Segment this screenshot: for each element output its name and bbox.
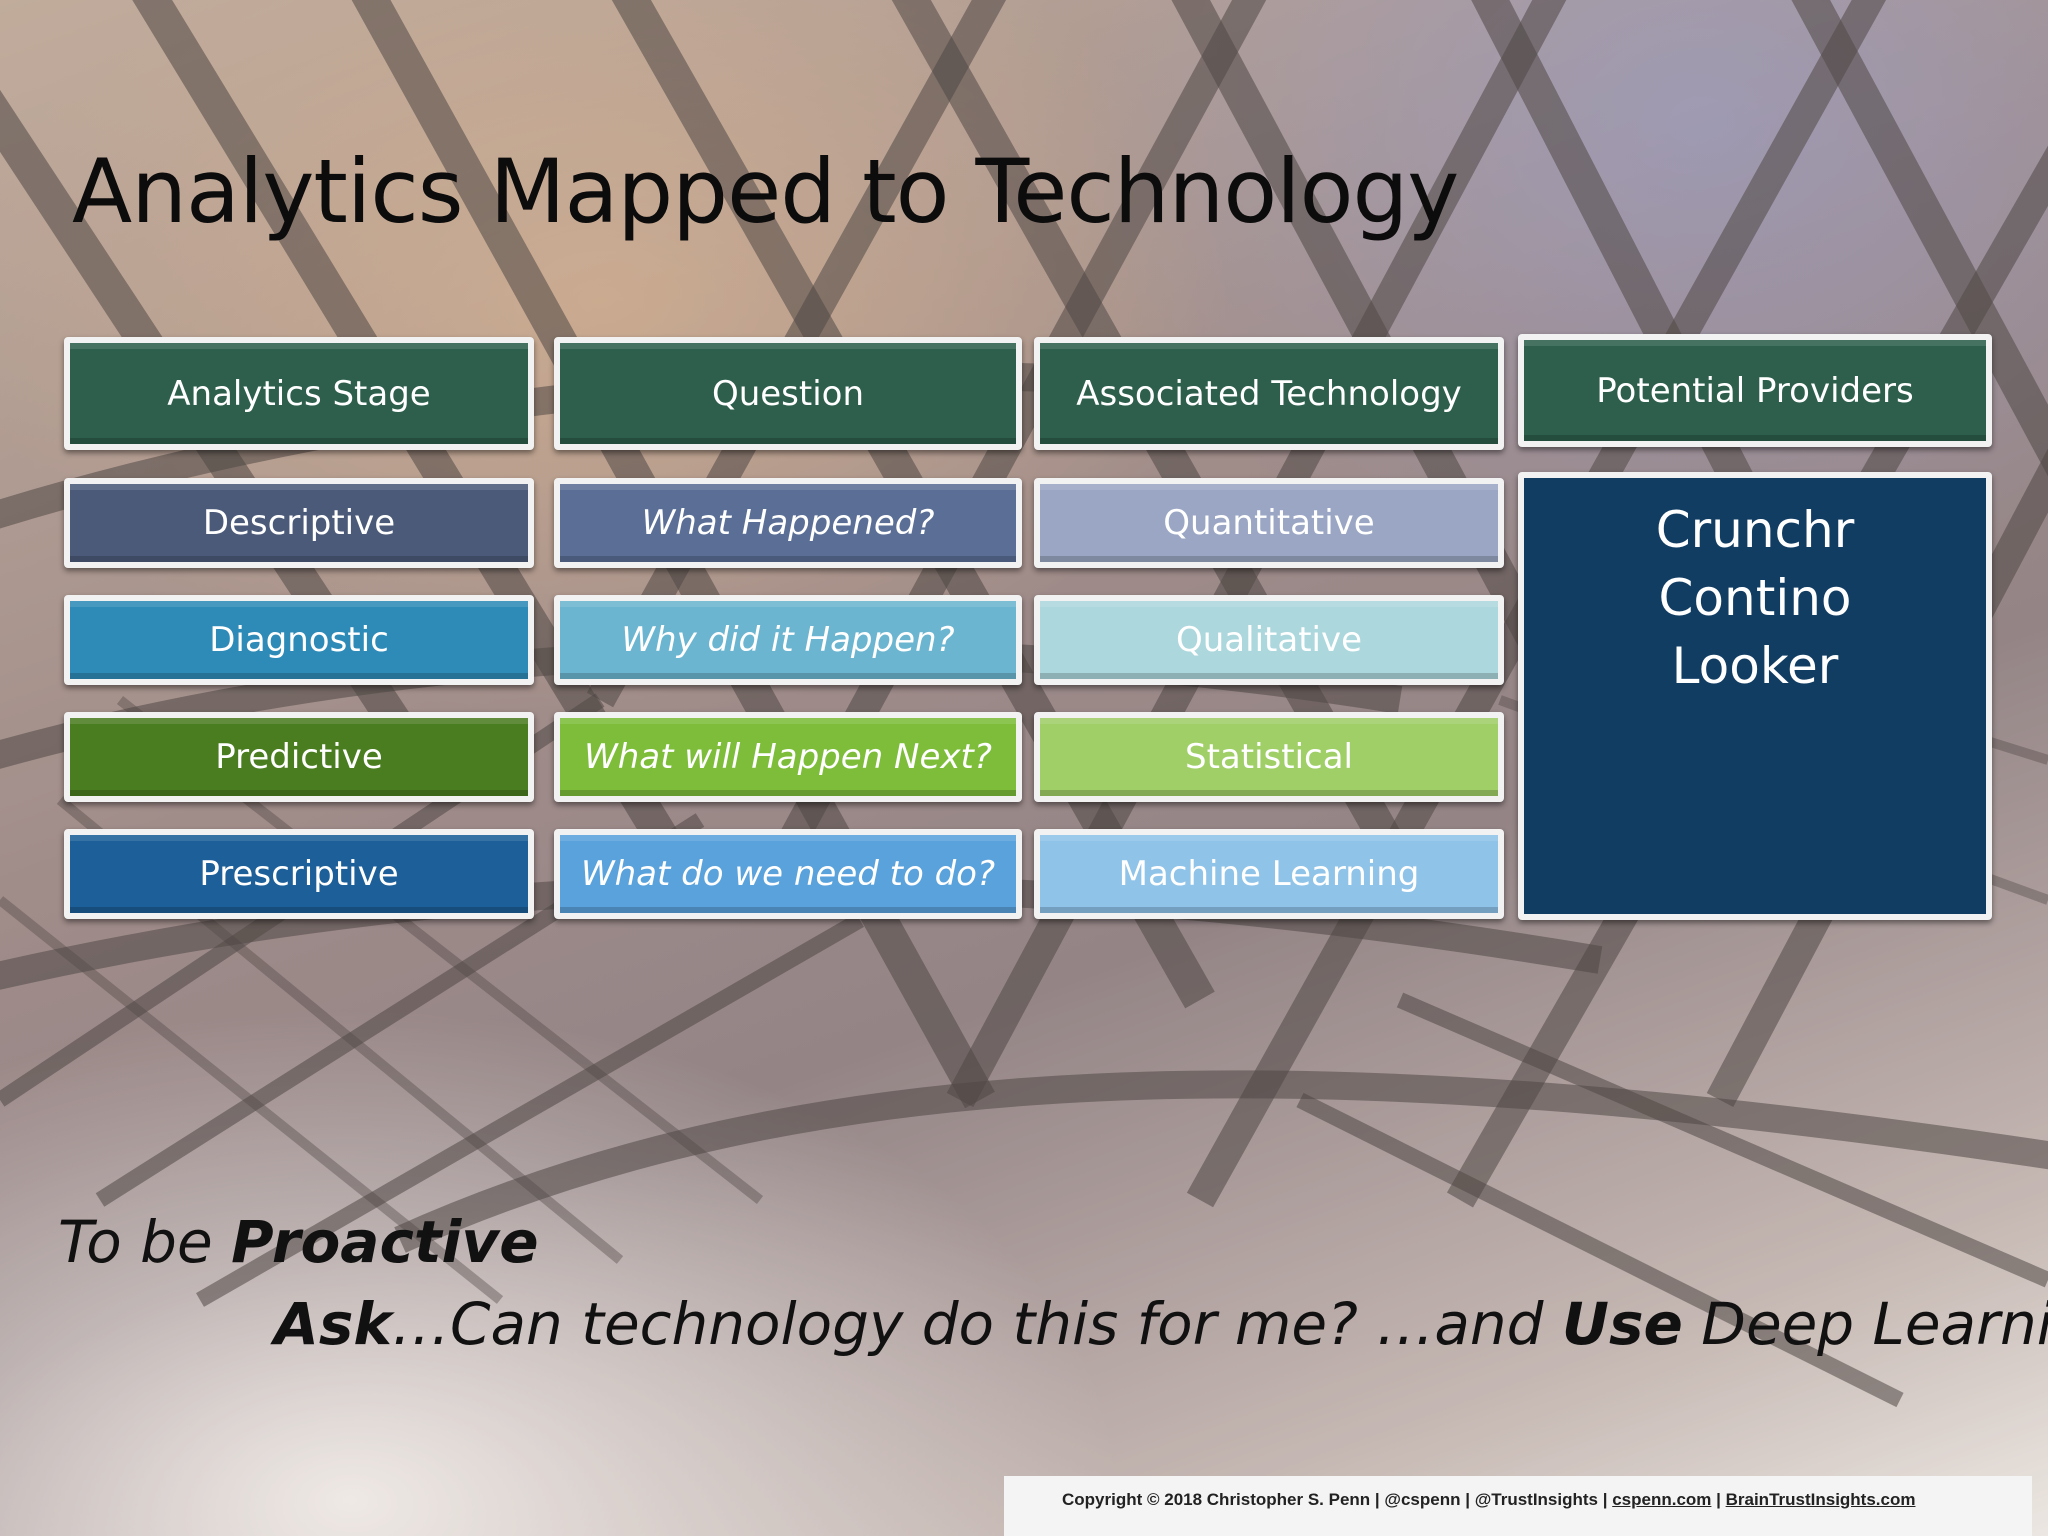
question-prescriptive: What do we need to do? [554,829,1022,919]
stage-diagnostic: Diagnostic [64,595,534,685]
header-analytics-stage: Analytics Stage [64,337,534,450]
stage-label: Diagnostic [209,620,389,660]
copyright-text: Copyright © 2018 Christopher S. Penn | @… [1062,1490,1613,1509]
copyright-footer: Copyright © 2018 Christopher S. Penn | @… [1004,1476,2032,1536]
ask-note: Ask…Can technology do this for me? …and … [274,1290,2048,1358]
question-label: What do we need to do? [580,854,995,894]
stage-prescriptive: Prescriptive [64,829,534,919]
technology-prescriptive: Machine Learning [1034,829,1504,919]
header-label: Analytics Stage [167,373,431,414]
provider-item: Crunchr [1655,501,1855,559]
stage-descriptive: Descriptive [64,478,534,568]
provider-item: Contino [1658,569,1852,627]
technology-label: Machine Learning [1118,854,1420,894]
note-text: To be [58,1208,232,1276]
header-associated-technology: Associated Technology [1034,337,1504,450]
technology-descriptive: Quantitative [1034,478,1504,568]
question-label: What Happened? [641,503,935,543]
stage-predictive: Predictive [64,712,534,802]
providers-box: Crunchr Contino Looker [1518,472,1992,920]
header-potential-providers: Potential Providers [1518,334,1992,447]
proactive-note: To be Proactive [58,1208,539,1276]
question-descriptive: What Happened? [554,478,1022,568]
stage-label: Predictive [215,737,383,777]
technology-label: Quantitative [1163,503,1375,543]
braintrustinsights-link[interactable]: BrainTrustInsights.com [1725,1490,1916,1509]
technology-diagnostic: Qualitative [1034,595,1504,685]
header-label: Associated Technology [1076,373,1462,414]
header-label: Question [711,373,865,414]
note-text: …Can technology do this for me? …and [391,1290,1562,1358]
question-diagnostic: Why did it Happen? [554,595,1022,685]
question-predictive: What will Happen Next? [554,712,1022,802]
header-question: Question [554,337,1022,450]
slide-title: Analytics Mapped to Technology [72,140,1459,243]
note-emphasis: Proactive [231,1208,539,1276]
stage-label: Prescriptive [199,854,399,894]
question-label: Why did it Happen? [621,620,955,660]
note-emphasis: Ask [274,1290,392,1358]
technology-label: Statistical [1185,737,1353,777]
footer-separator: | [1711,1490,1726,1509]
cspenn-link[interactable]: cspenn.com [1612,1490,1712,1509]
note-emphasis: Use [1561,1290,1683,1358]
stage-label: Descriptive [202,503,396,543]
note-text: Deep Learning [1701,1290,2048,1358]
technology-predictive: Statistical [1034,712,1504,802]
header-label: Potential Providers [1596,370,1914,411]
technology-label: Qualitative [1175,620,1363,660]
provider-item: Looker [1671,637,1839,695]
question-label: What will Happen Next? [584,737,992,777]
